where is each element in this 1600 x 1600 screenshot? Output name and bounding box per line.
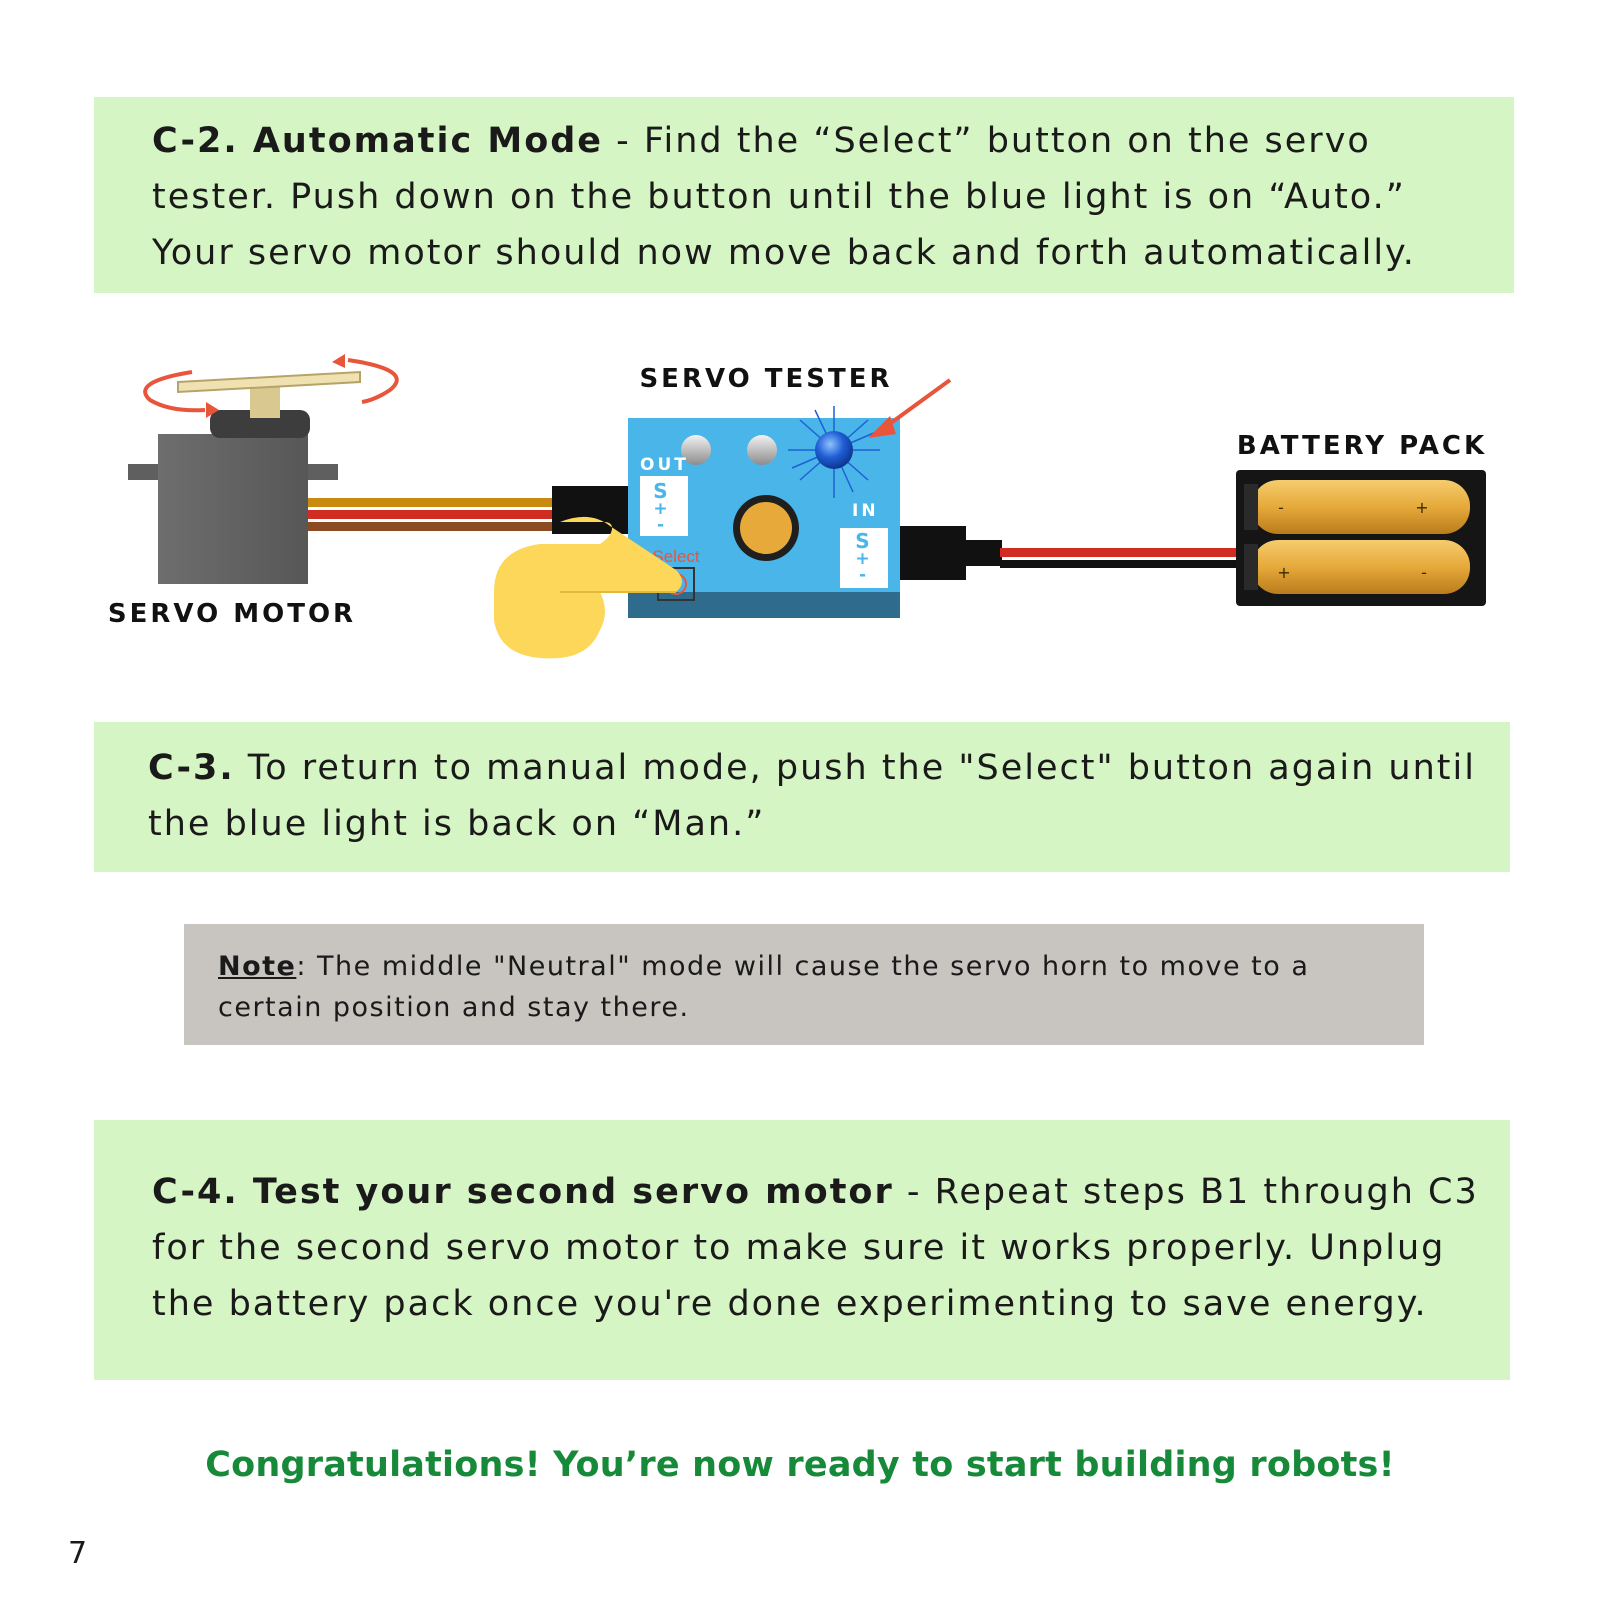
out-pin-s: S xyxy=(653,479,670,503)
step-c3-body: To return to manual mode, push the "Sele… xyxy=(148,748,1476,844)
step-c2-body: - Find the “Select” button on the servo … xyxy=(152,121,1416,273)
battery-plus-bottom: + xyxy=(1277,563,1290,582)
note-label: Note xyxy=(218,951,297,982)
step-c3-box: C-3. To return to manual mode, push the … xyxy=(94,722,1510,872)
select-label: Select xyxy=(652,547,700,566)
battery-plus-top: + xyxy=(1415,498,1428,517)
step-c3-text: C-3. To return to manual mode, push the … xyxy=(148,740,1480,852)
servo-tester xyxy=(628,406,900,618)
pointer-arrow-icon xyxy=(868,378,952,438)
step-c3-heading: C-3. xyxy=(148,748,235,788)
step-c4-body: - Repeat steps B1 through C3 for the sec… xyxy=(152,1172,1479,1324)
battery-cable xyxy=(900,526,1240,580)
battery-minus-bottom: - xyxy=(1421,563,1427,582)
out-pin-minus: - xyxy=(657,515,667,535)
blue-led xyxy=(815,431,853,469)
step-c2-box: C-2. Automatic Mode - Find the “Select” … xyxy=(94,97,1514,293)
in-pin-minus: - xyxy=(859,565,869,585)
pointing-hand-icon xyxy=(494,516,682,659)
servo-wiring-diagram: SERVO TESTER OUT S + - IN S + - Select -… xyxy=(108,354,1487,659)
servo-tester-label: SERVO TESTER xyxy=(639,364,892,394)
step-c2-text: C-2. Automatic Mode - Find the “Select” … xyxy=(152,113,1474,281)
note-text: Note: The middle "Neutral" mode will cau… xyxy=(218,946,1394,1028)
step-c4-box: C-4. Test your second servo motor - Repe… xyxy=(94,1120,1510,1380)
servo-cable xyxy=(308,486,630,534)
step-c2-heading: C-2. Automatic Mode xyxy=(152,121,604,161)
battery-pack-label: BATTERY PACK xyxy=(1237,431,1487,461)
note-box: Note: The middle "Neutral" mode will cau… xyxy=(184,924,1424,1045)
step-c4-heading: C-4. Test your second servo motor xyxy=(152,1172,894,1212)
note-body: : The middle "Neutral" mode will cause t… xyxy=(218,951,1310,1023)
battery-minus-top: - xyxy=(1278,498,1284,517)
congratulations-message: Congratulations! You’re now ready to sta… xyxy=(205,1445,1395,1485)
in-pin-s: S xyxy=(855,529,872,553)
out-label: OUT xyxy=(640,455,689,475)
in-label: IN xyxy=(852,501,879,521)
step-c4-text: C-4. Test your second servo motor - Repe… xyxy=(152,1164,1480,1332)
servo-motor xyxy=(128,370,361,584)
in-pin-plus: + xyxy=(855,549,872,569)
page-number: 7 xyxy=(68,1536,88,1571)
rotation-arrow-icon xyxy=(143,354,399,418)
servo-motor-label: SERVO MOTOR xyxy=(108,599,356,629)
battery-pack xyxy=(1236,470,1486,606)
out-pin-plus: + xyxy=(653,499,670,519)
